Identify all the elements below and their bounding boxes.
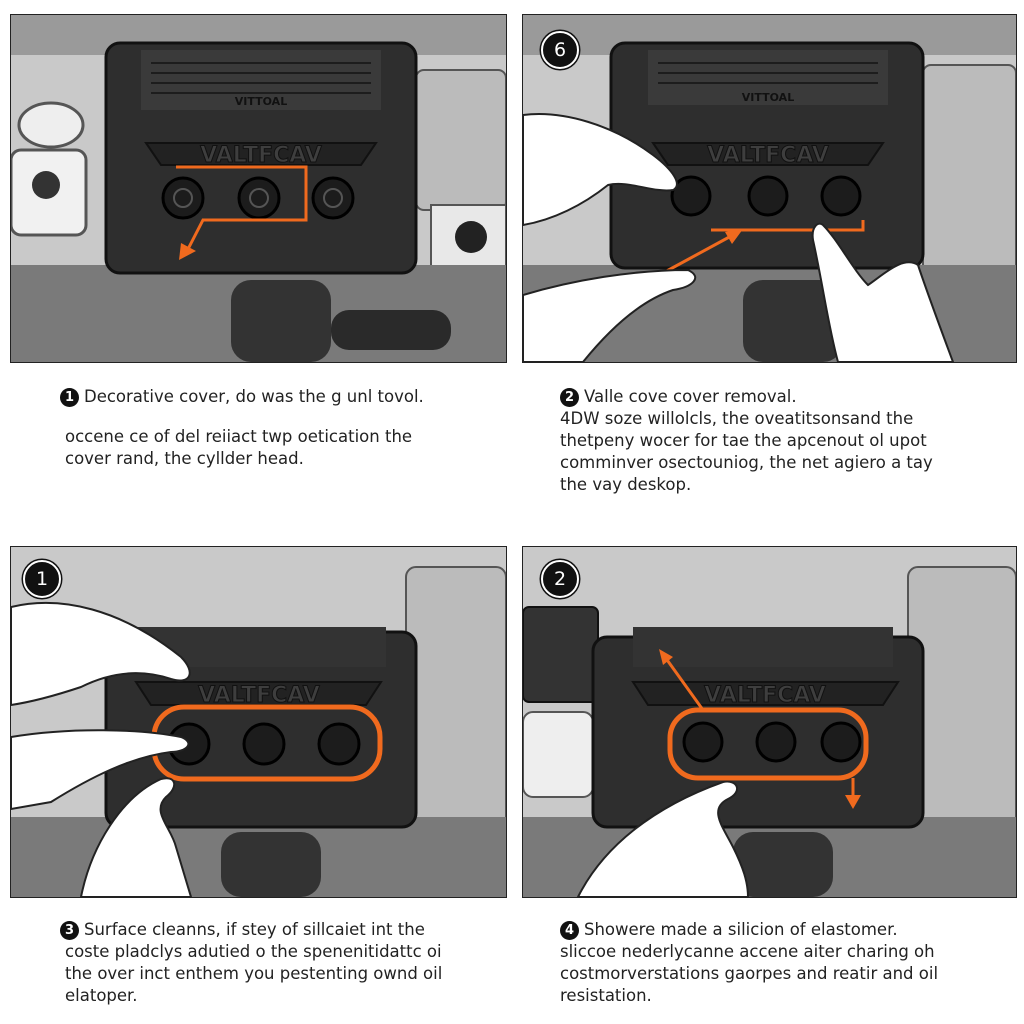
- cover-logo-text: VALTFCAV: [198, 683, 320, 708]
- illustration-panel-1: VITTOAL VALTFCAV: [10, 14, 507, 363]
- step-number-icon: 1: [60, 388, 79, 407]
- hand-illustration: [11, 601, 191, 707]
- step-number-icon: 3: [60, 921, 79, 940]
- illustration-panel-2: VITTOAL VALTFCAV: [522, 14, 1017, 363]
- caption-line: thetpeny wocer for tae the apcenout ol u…: [560, 431, 927, 450]
- illustration-panel-3: VALTFCAV: [10, 546, 507, 898]
- hand-illustration: [79, 777, 193, 897]
- hand-illustration: [523, 113, 678, 227]
- cover-logo-text: VALTFCAV: [704, 683, 826, 708]
- caption-line: the over inct enthem you pestenting ownd…: [65, 964, 443, 983]
- cover-logo-text: VALTFCAV: [200, 143, 322, 168]
- step-number-icon: 4: [560, 921, 579, 940]
- cover-removal-illustration: VITTOAL VALTFCAV: [523, 15, 1016, 362]
- step-badge-6: 6: [541, 31, 579, 69]
- cover-top-text: VITTOAL: [742, 91, 794, 104]
- caption-line: coste pladclys adutied o the spenenitida…: [65, 942, 442, 961]
- caption-line: comminver osectouniog, the net agiero a …: [560, 453, 933, 472]
- caption-line: sliccoe nederlycanne accene aiter charin…: [560, 942, 935, 961]
- caption-line: the vay deskop.: [560, 475, 692, 494]
- hand-illustration: [523, 268, 697, 362]
- illustration-panel-4: VALTFCAV: [522, 546, 1017, 898]
- hand-illustration: [11, 729, 190, 811]
- silicone-gasket-illustration: VALTFCAV: [523, 547, 1016, 897]
- caption-line: elatoper.: [65, 986, 138, 1005]
- caption-line: occene ce of del reiiact twp oetication …: [65, 427, 413, 446]
- step-badge-2: 2: [541, 560, 579, 598]
- step-badge-1: 1: [23, 560, 61, 598]
- surface-cleaning-illustration: VALTFCAV: [11, 547, 506, 897]
- caption-line: resistation.: [560, 986, 652, 1005]
- step-number-icon: 2: [560, 388, 579, 407]
- cover-logo-text: VALTFCAV: [707, 143, 829, 168]
- caption-line: costmorverstations gaorpes and reatir an…: [560, 964, 939, 983]
- caption-line: 4DW soze willolcls, the oveatitsonsand t…: [560, 409, 914, 428]
- engine-cover-illustration: VITTOAL VALTFCAV: [11, 15, 506, 362]
- hand-illustration: [576, 780, 750, 897]
- caption-line: cover rand, the cyllder head.: [65, 449, 304, 468]
- hand-illustration: [811, 222, 955, 362]
- cover-top-text: VITTOAL: [235, 95, 287, 108]
